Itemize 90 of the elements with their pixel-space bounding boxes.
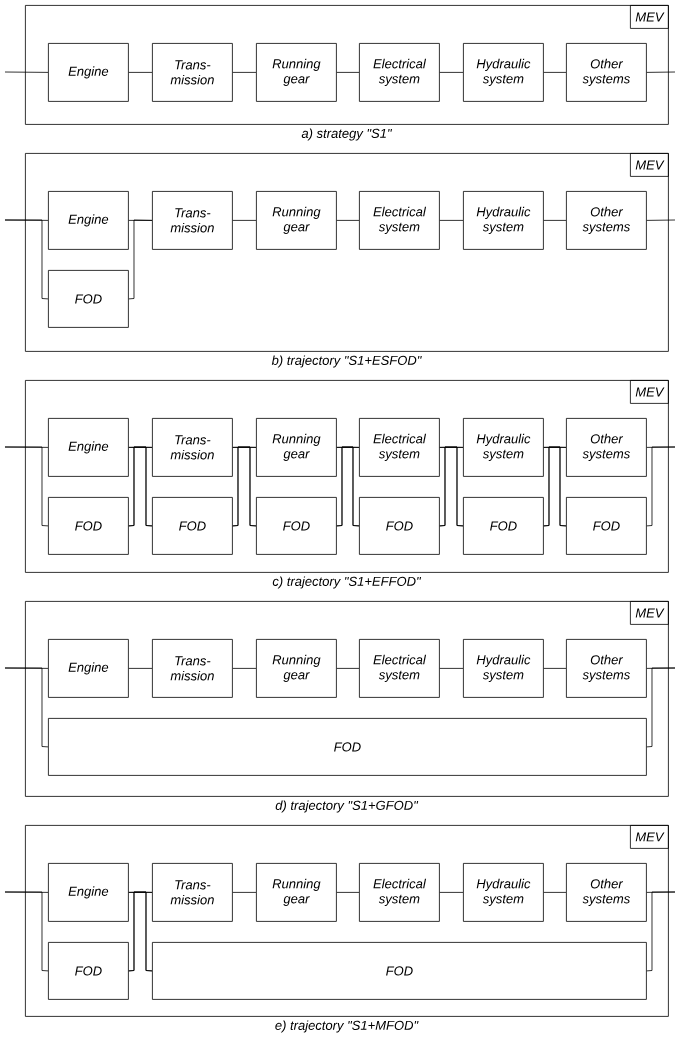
block-box: Engine xyxy=(48,191,129,250)
block-box: FOD xyxy=(48,497,129,555)
caption: e) trajectory "S1+MFOD" xyxy=(275,1020,419,1033)
caption: c) trajectory "S1+EFFOD" xyxy=(272,576,422,589)
connector-line xyxy=(439,220,464,221)
connector-line xyxy=(543,668,567,669)
block-box: Engine xyxy=(48,639,129,698)
connector-line xyxy=(543,72,567,73)
block-box: Engine xyxy=(48,418,129,477)
connector-line xyxy=(128,446,153,527)
caption: d) trajectory "S1+GFOD" xyxy=(275,800,419,813)
block-box: Trans- mission xyxy=(152,43,233,102)
block-box: Hydraulic system xyxy=(463,43,544,102)
system-frame xyxy=(25,825,669,1017)
block-box: Electrical system xyxy=(359,191,440,250)
caption: b) trajectory "S1+ESFOD" xyxy=(271,355,422,368)
connector-line xyxy=(543,220,567,221)
block-box: Hydraulic system xyxy=(463,639,544,698)
connector-line xyxy=(439,446,464,527)
block-box: Running gear xyxy=(256,43,337,102)
connector-line xyxy=(232,72,257,73)
block-box: FOD xyxy=(152,497,233,555)
connector-line xyxy=(646,667,676,748)
tag-box: MEV xyxy=(630,380,669,404)
block-box: Engine xyxy=(48,863,129,922)
connector-line xyxy=(336,220,360,221)
block-box: FOD xyxy=(48,718,647,776)
block-box: Electrical system xyxy=(359,418,440,477)
connector-line xyxy=(439,72,464,73)
block-box: FOD xyxy=(152,942,647,1000)
block-box: Electrical system xyxy=(359,863,440,922)
connector-line xyxy=(232,892,257,893)
connector-line xyxy=(336,892,360,893)
connector-line xyxy=(646,446,676,527)
connector-line xyxy=(128,891,153,972)
connector-line xyxy=(4,891,49,972)
system-frame xyxy=(25,5,669,125)
block-box: Electrical system xyxy=(359,43,440,102)
system-frame xyxy=(25,601,669,797)
connector-line xyxy=(128,668,153,669)
block-box: FOD xyxy=(359,497,440,555)
block-box: Running gear xyxy=(256,418,337,477)
caption: a) strategy "S1" xyxy=(301,128,393,141)
block-box: Trans- mission xyxy=(152,191,233,250)
connector-line xyxy=(336,446,360,527)
connector-line xyxy=(543,892,567,893)
block-box: FOD xyxy=(48,942,129,1000)
connector-line xyxy=(646,219,676,221)
connector-line xyxy=(336,668,360,669)
block-box: Other systems xyxy=(566,191,647,250)
tag-box: MEV xyxy=(630,825,669,849)
system-frame xyxy=(25,380,669,573)
connector-line xyxy=(4,71,49,73)
block-box: Running gear xyxy=(256,191,337,250)
connector-line xyxy=(439,892,464,893)
block-box: Hydraulic system xyxy=(463,418,544,477)
connector-line xyxy=(646,71,676,73)
block-box: Running gear xyxy=(256,863,337,922)
block-box: FOD xyxy=(463,497,544,555)
block-box: Engine xyxy=(48,43,129,102)
block-box: Trans- mission xyxy=(152,418,233,477)
connector-line xyxy=(128,72,153,73)
block-box: Hydraulic system xyxy=(463,863,544,922)
block-box: Other systems xyxy=(566,43,647,102)
connector-line xyxy=(646,891,676,972)
block-box: Running gear xyxy=(256,639,337,698)
block-box: FOD xyxy=(256,497,337,555)
connector-line xyxy=(232,668,257,669)
tag-box: MEV xyxy=(630,601,669,625)
block-box: Other systems xyxy=(566,418,647,477)
connector-line xyxy=(232,220,257,221)
block-box: FOD xyxy=(48,270,129,328)
connector-line xyxy=(4,446,49,527)
connector-line xyxy=(128,219,153,300)
connector-line xyxy=(4,667,49,748)
block-box: Other systems xyxy=(566,863,647,922)
connector-line xyxy=(336,72,360,73)
block-box: Other systems xyxy=(566,639,647,698)
connector-line xyxy=(232,446,257,527)
block-box: Hydraulic system xyxy=(463,191,544,250)
block-box: FOD xyxy=(566,497,647,555)
system-frame xyxy=(25,153,669,352)
tag-box: MEV xyxy=(630,5,669,29)
block-box: Trans- mission xyxy=(152,639,233,698)
tag-box: MEV xyxy=(630,153,669,177)
block-box: Electrical system xyxy=(359,639,440,698)
block-box: Trans- mission xyxy=(152,863,233,922)
connector-line xyxy=(439,668,464,669)
connector-line xyxy=(4,219,49,300)
connector-line xyxy=(543,446,567,527)
